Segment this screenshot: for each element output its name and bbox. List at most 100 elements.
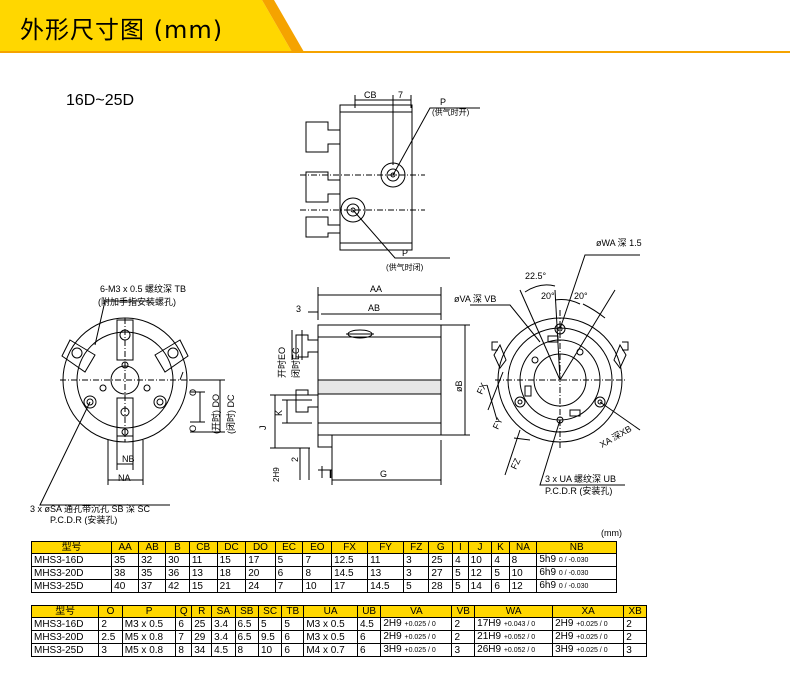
- xa-value: 2H9: [555, 631, 574, 642]
- table-cell: 14.5: [367, 579, 405, 593]
- dim-dc: (闭时) DC: [225, 394, 236, 434]
- table-cell: 6: [281, 630, 305, 644]
- table-row: MHS3-16D 2 M3 x 0.5 6 25 3.4 6.5 5 5 M3 …: [30, 617, 647, 631]
- table-cell: 29: [191, 630, 213, 644]
- top-view: [300, 95, 480, 259]
- col-header: XA: [552, 605, 625, 618]
- xa-tolerance: +0.025 / 0: [576, 647, 608, 654]
- col-header: Q: [175, 605, 193, 618]
- table-cell: 6: [491, 579, 510, 593]
- table-cell: 6: [175, 617, 193, 631]
- port-p-close: (供气时闭): [386, 262, 424, 272]
- wa-value: 21H9: [477, 631, 502, 642]
- col-header: FY: [367, 541, 405, 554]
- va-value: 3H9: [383, 644, 402, 655]
- col-header: VA: [380, 605, 453, 618]
- dim-o-top: O: [188, 389, 198, 396]
- wa-value: 26H9: [477, 644, 502, 655]
- dim-cb: CB: [364, 90, 377, 100]
- table-cell: 2.5: [98, 630, 123, 644]
- col-header: EC: [274, 541, 304, 554]
- col-header: XB: [623, 605, 647, 618]
- dim-2: 2: [290, 457, 300, 462]
- table-cell: 28: [428, 579, 454, 593]
- table-cell: 4.5: [211, 643, 236, 657]
- table-cell: 25: [191, 617, 213, 631]
- table-cell: 7: [302, 553, 333, 567]
- angle-20-b: 20°: [574, 291, 588, 301]
- table-cell: 12: [467, 566, 493, 580]
- note-m3-2: (附加手指安装螺孔): [98, 296, 176, 307]
- table-cell: 6: [356, 643, 382, 657]
- table-cell: 3: [98, 643, 123, 657]
- table-cell: 34: [191, 643, 213, 657]
- table-cell: 3: [403, 566, 430, 580]
- dim-nb: NB: [122, 454, 135, 464]
- table-cell: 5: [403, 579, 430, 593]
- dim-g: G: [380, 469, 387, 479]
- note-va: øVA 深 VB: [454, 294, 496, 304]
- table-cell: 4.5: [356, 617, 382, 631]
- col-header: FX: [331, 541, 369, 554]
- xa-value: 2H9: [555, 618, 574, 629]
- col-header: SB: [234, 605, 259, 618]
- table-cell: 5: [281, 617, 305, 631]
- table-cell: 12: [508, 579, 538, 593]
- table-cell: 11: [367, 553, 405, 567]
- port-p-open: (供气时开): [432, 107, 470, 117]
- table-cell: 2H9 +0.025 / 0: [380, 617, 453, 631]
- col-header: SA: [211, 605, 236, 618]
- table-cell: 38: [111, 566, 140, 580]
- wa-value: 17H9: [477, 618, 502, 629]
- table-cell: 20: [245, 566, 276, 580]
- dim-j: J: [258, 426, 268, 431]
- table-cell: 8: [234, 643, 259, 657]
- table-cell: 2H9 +0.025 / 0: [552, 630, 625, 644]
- table-cell: 6h9 0 / -0.030: [536, 579, 617, 593]
- col-header: FZ: [403, 541, 430, 554]
- table-cell: 6.5: [234, 630, 259, 644]
- table-cell: M5 x 0.8: [121, 643, 177, 657]
- table-cell: MHS3-25D: [30, 643, 100, 657]
- col-header: NA: [508, 541, 538, 554]
- table-cell: 26H9 +0.052 / 0: [474, 643, 554, 657]
- table-cell: 3: [451, 643, 476, 657]
- port-p-bottom: P: [402, 248, 408, 258]
- dim-do: (开时) DO: [210, 394, 221, 434]
- table-cell: 35: [138, 566, 167, 580]
- table-cell: 18: [216, 566, 247, 580]
- table-cell: 3H9 +0.025 / 0: [552, 643, 625, 657]
- table-cell: 27: [428, 566, 454, 580]
- xa-tolerance: +0.025 / 0: [576, 621, 608, 628]
- xa-value: 3H9: [555, 644, 574, 655]
- nb-value: 6h9: [539, 580, 557, 591]
- col-header: VB: [451, 605, 476, 618]
- table-cell: 13: [367, 566, 405, 580]
- table-cell: 5h9 0 / -0.030: [536, 553, 617, 567]
- dim-ec: 闭时EC: [290, 347, 301, 378]
- col-header: R: [191, 605, 213, 618]
- table-cell: 2H9 +0.025 / 0: [552, 617, 625, 631]
- col-header: SC: [257, 605, 283, 618]
- table-cell: 2: [98, 617, 123, 631]
- left-view: [39, 300, 225, 506]
- dim-7: 7: [398, 90, 403, 100]
- nb-value: 5h9: [539, 554, 557, 565]
- table-cell: 10: [302, 579, 333, 593]
- table-row: MHS3-25D 3 M5 x 0.8 8 34 4.5 8 10 6 M4 x…: [30, 643, 647, 657]
- col-header: K: [491, 541, 510, 554]
- nb-tolerance: 0 / -0.030: [558, 557, 589, 564]
- dim-k: K: [274, 410, 284, 416]
- table-row: MHS3-25D 40 37 42 15 21 24 7 10 17 14.5 …: [30, 579, 617, 593]
- table-cell: 32: [138, 553, 167, 567]
- table-cell: 42: [165, 579, 190, 593]
- table-cell: MHS3-20D: [30, 630, 100, 644]
- spec-table-1: 型号 AA AB B CB DC DO EC EO FX FY FZ G I J…: [30, 541, 617, 593]
- table-cell: 21H9 +0.052 / 0: [474, 630, 554, 644]
- nb-tolerance: 0 / -0.030: [558, 583, 589, 590]
- table-cell: 15: [188, 579, 218, 593]
- table-cell: 2: [451, 617, 476, 631]
- dim-o-bottom: O: [188, 425, 198, 432]
- note-wa: øWA 深 1.5: [596, 238, 642, 248]
- table-cell: 36: [165, 566, 190, 580]
